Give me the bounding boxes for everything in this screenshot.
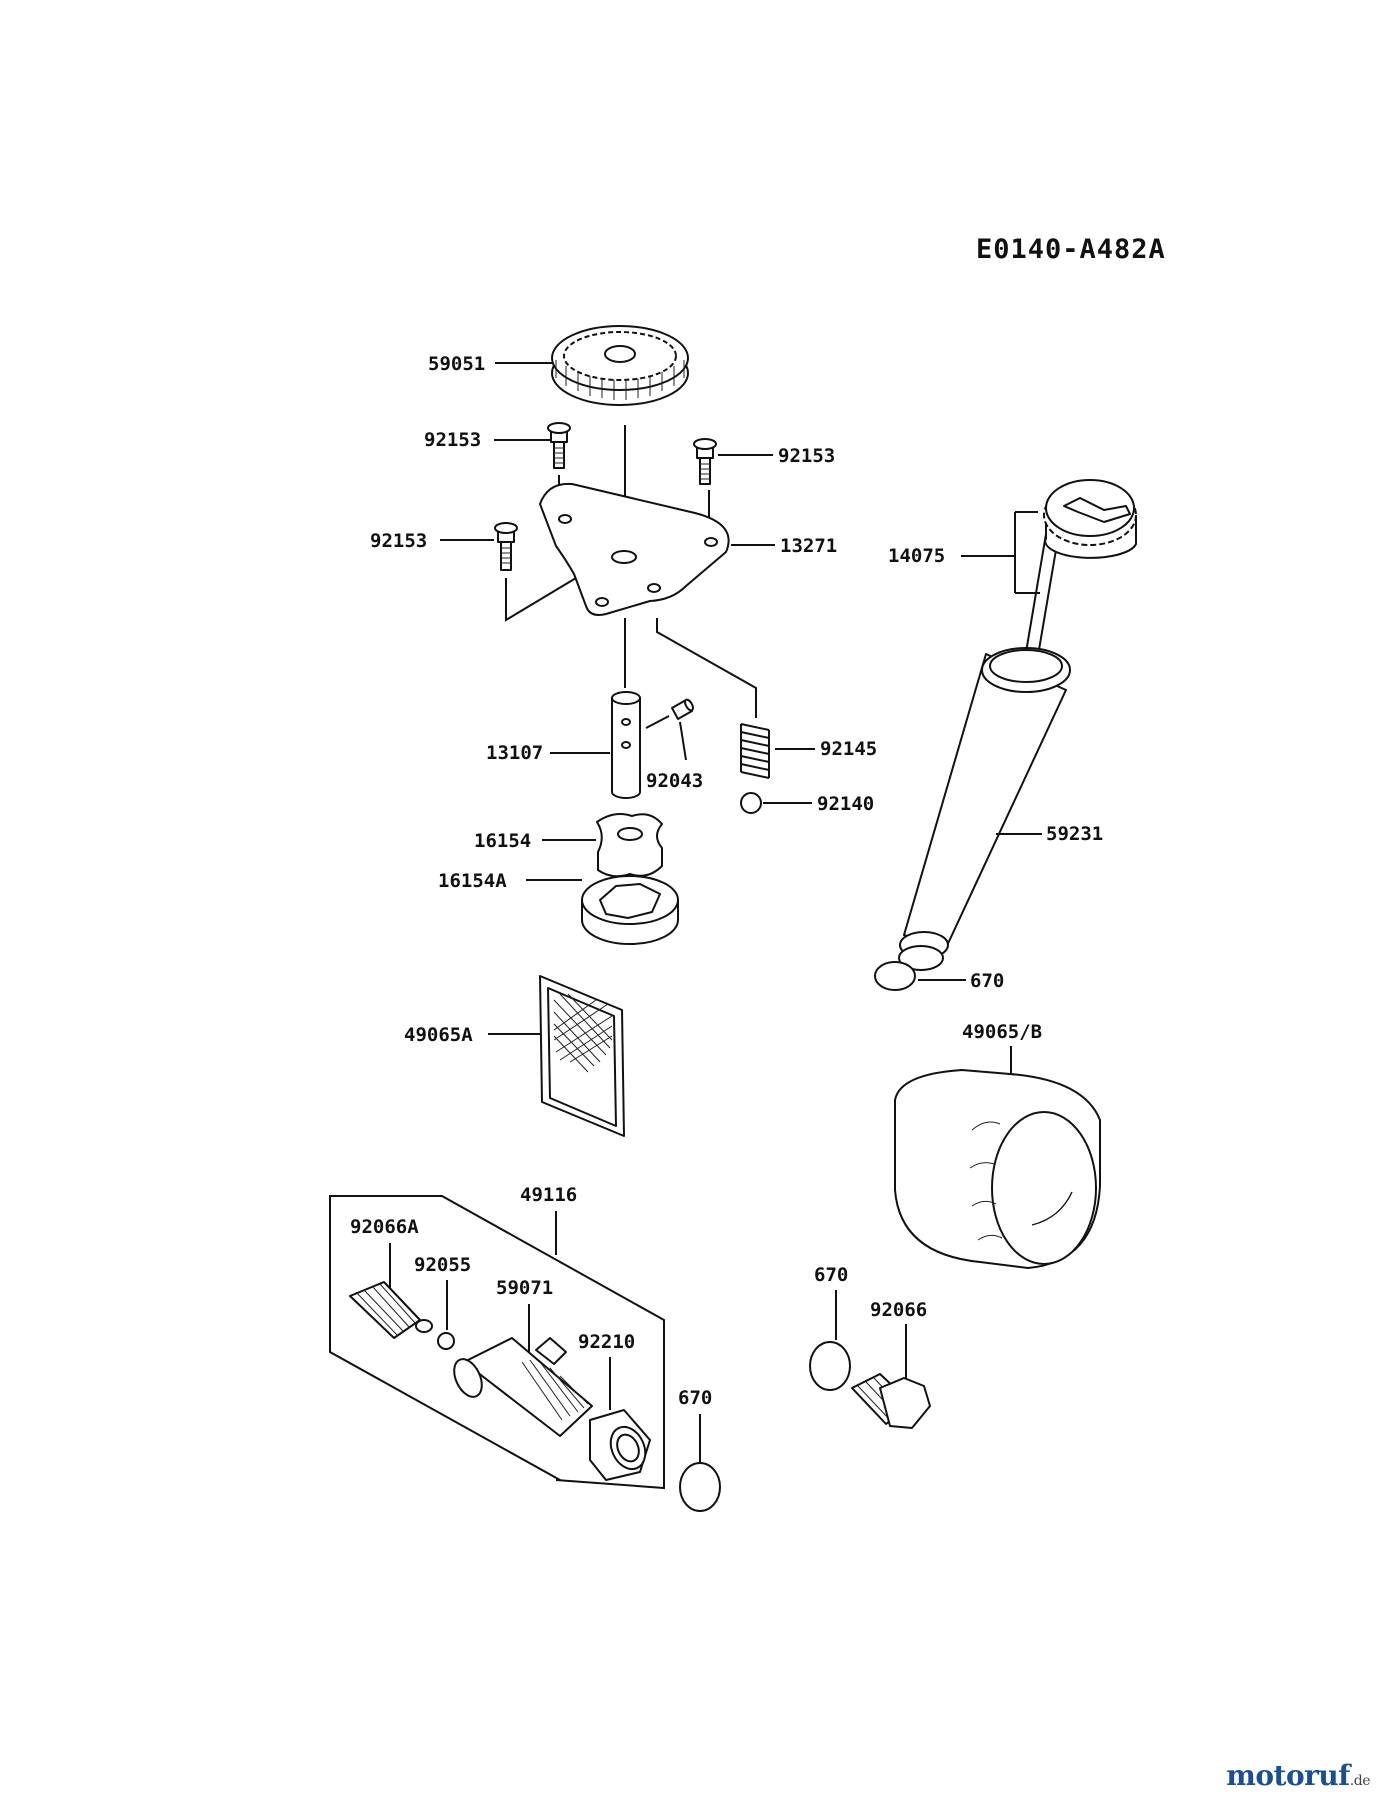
assembly-kit-outline	[329, 1195, 665, 1490]
oil-pump-gear-part	[551, 325, 689, 406]
o-ring-part-union	[679, 1462, 721, 1512]
callout-59051: 59051	[428, 353, 485, 375]
relief-valve-part	[349, 1281, 433, 1339]
oil-filler-tube-part	[898, 647, 1071, 971]
callout-16154: 16154	[474, 830, 531, 852]
callout-49116: 49116	[520, 1184, 577, 1206]
nut-part	[589, 1409, 651, 1481]
callout-92153-top-right: 92153	[778, 445, 835, 467]
bolt-part-top-right	[693, 438, 717, 485]
callout-13107: 13107	[486, 742, 543, 764]
small-o-ring-part	[437, 1332, 455, 1350]
diagram-code: E0140-A482A	[976, 234, 1166, 265]
pin-part	[671, 698, 694, 720]
watermark-logo: motoruf.de	[1226, 1759, 1370, 1792]
callout-92066A: 92066A	[350, 1216, 419, 1238]
pump-shaft-part	[611, 691, 641, 799]
callout-59231: 59231	[1046, 823, 1103, 845]
oil-screen-part	[539, 975, 625, 1137]
callout-49065A: 49065A	[404, 1024, 473, 1046]
relief-ball-part	[740, 792, 762, 814]
outer-rotor-part	[581, 875, 679, 945]
bolt-part-top-left	[547, 422, 571, 469]
oil-filter-part	[894, 1069, 1101, 1269]
callout-92153-left: 92153	[370, 530, 427, 552]
callout-92153-top-left: 92153	[424, 429, 481, 451]
callout-92140: 92140	[817, 793, 874, 815]
callout-14075: 14075	[888, 545, 945, 567]
o-ring-part-tube	[874, 961, 916, 991]
drain-plug-part	[851, 1373, 931, 1429]
bolt-part-left	[494, 522, 518, 571]
callout-670-plug: 670	[814, 1264, 848, 1286]
union-fitting-part	[453, 1337, 593, 1437]
callout-92043: 92043	[646, 770, 703, 792]
callout-670-tube: 670	[970, 970, 1004, 992]
pump-cover-plate-part	[539, 482, 730, 616]
relief-spring-part	[740, 723, 770, 779]
callout-16154A: 16154A	[438, 870, 507, 892]
callout-92055: 92055	[414, 1254, 471, 1276]
callout-92145: 92145	[820, 738, 877, 760]
callout-670-union: 670	[678, 1387, 712, 1409]
callout-49065B: 49065/B	[962, 1021, 1042, 1043]
dipstick-cap-part	[1011, 479, 1137, 739]
callout-92066: 92066	[870, 1299, 927, 1321]
inner-rotor-part	[596, 813, 663, 878]
callout-92210: 92210	[578, 1331, 635, 1353]
watermark-domain: .de	[1349, 1773, 1371, 1789]
o-ring-part-plug	[809, 1341, 851, 1391]
watermark-name: motoruf	[1226, 1759, 1350, 1792]
callout-59071: 59071	[496, 1277, 553, 1299]
callout-13271: 13271	[780, 535, 837, 557]
